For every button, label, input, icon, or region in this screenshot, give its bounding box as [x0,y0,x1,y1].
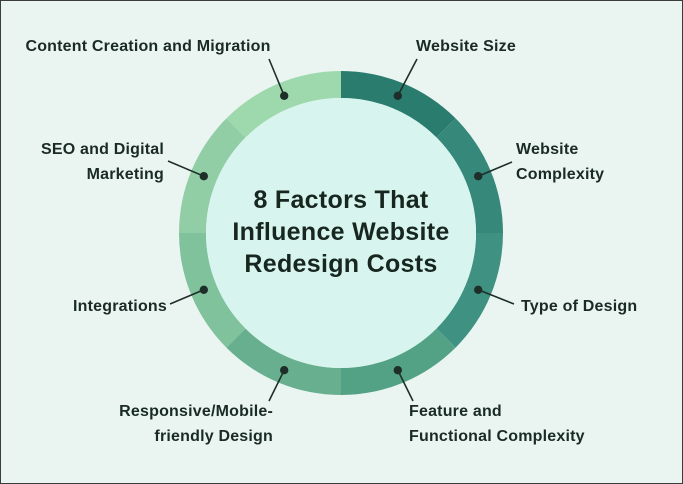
callout-line-integrations [169,289,205,305]
donut-segment-website-complexity [436,118,504,233]
callout-label-text: Integrations [73,298,167,315]
donut-segment-responsive-mobile [226,328,341,396]
callout-label-text: SEO and Digital [40,141,164,158]
callout-dot-feature-functional-complexity [393,366,402,375]
callout-dot-type-of-design [474,285,483,294]
callout-label-text: Marketing [86,166,164,183]
donut-segment-feature-functional-complexity [341,328,456,396]
callout-label-text: Feature and [409,403,502,420]
callout-label-content-creation-migration: Content Creation and Migration [17,34,279,59]
callout-line-website-size [397,58,418,97]
callout-label-feature-functional-complexity: Feature and Functional Complexity [409,399,624,449]
callout-label-seo-digital-marketing: SEO and Digital Marketing [22,137,164,187]
callout-label-text: Responsive/Mobile- [119,403,273,420]
callout-label-responsive-mobile: Responsive/Mobile- friendly Design [81,399,273,449]
callout-dots [199,91,483,375]
callout-label-website-size: Website Size [406,34,526,59]
callout-label-text: friendly Design [154,428,273,445]
callout-dot-content-creation-migration [280,91,289,101]
callout-line-type-of-design [477,289,515,305]
chart-title-line-2: Influence Website [232,218,450,246]
callout-lines [167,58,515,402]
callout-label-text: Type of Design [521,298,638,315]
callout-dot-website-complexity [474,172,483,181]
callout-dot-website-size [393,91,402,101]
donut-segment-type-of-design [436,233,504,348]
callout-line-responsive-mobile [268,369,285,402]
callout-label-text: Website Size [416,38,516,55]
callout-label-text: Functional Complexity [409,428,585,445]
chart-center-title: 8 Factors That Influence Website Redesig… [191,184,491,280]
callout-line-feature-functional-complexity [397,369,414,402]
callout-dot-responsive-mobile [280,366,289,375]
callout-dot-seo-digital-marketing [199,172,208,181]
donut-segment-seo-digital-marketing [178,118,246,233]
callout-line-content-creation-migration [268,58,285,97]
donut-segment-integrations [178,233,246,348]
callout-label-website-complexity: Website Complexity [516,137,666,187]
callout-line-website-complexity [477,161,513,177]
callout-line-seo-digital-marketing [167,160,205,177]
callout-label-text: Complexity [516,166,605,183]
donut-inner-circle [206,98,476,368]
chart-title-line-1: 8 Factors That [253,186,429,214]
callout-label-integrations: Integrations [41,294,167,319]
chart-title-line-3: Redesign Costs [244,250,438,278]
callout-label-text: Content Creation and Migration [25,38,271,55]
donut-segment-content-creation-migration [226,70,341,138]
callout-label-type-of-design: Type of Design [521,294,676,319]
callout-label-text: Website [516,141,579,158]
donut-segment-website-size [341,70,456,138]
callout-dot-integrations [199,285,208,294]
